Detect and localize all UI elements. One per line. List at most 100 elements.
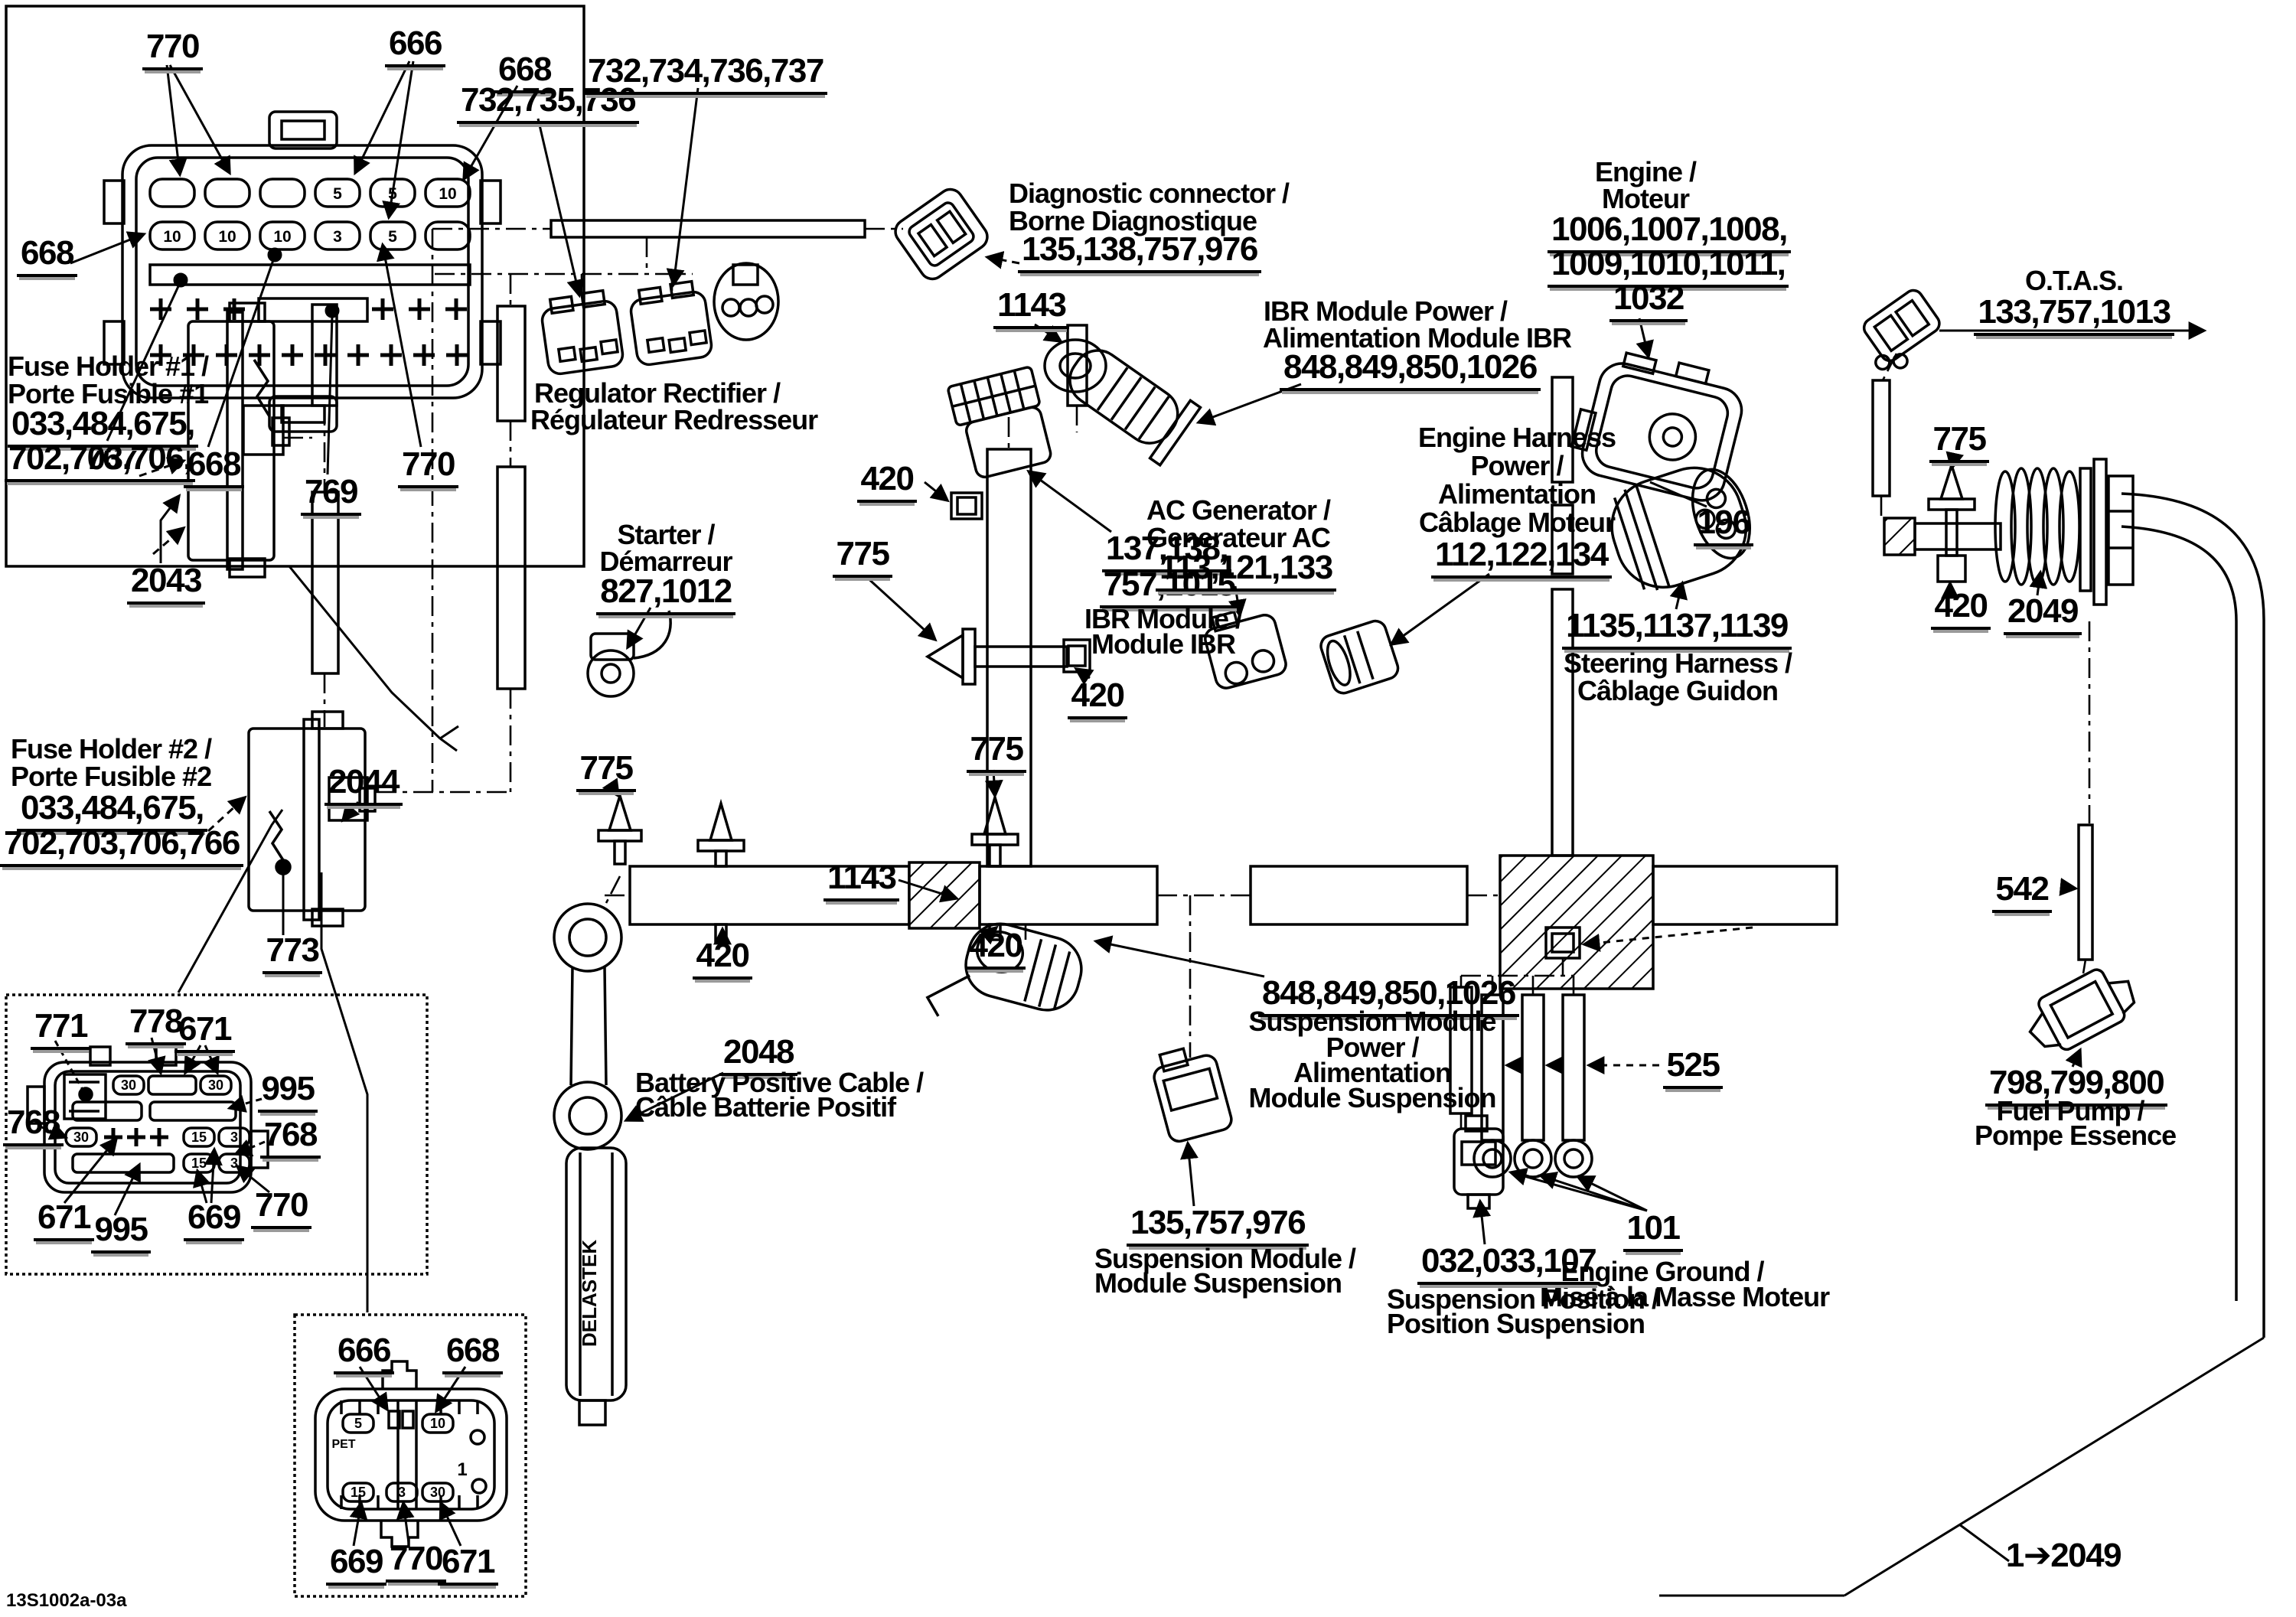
inset-3-leader-lines xyxy=(349,1366,467,1547)
battery-cable-name-fr: Câble Batterie Positif xyxy=(635,1091,896,1123)
suspension-power-parts: 848,849,850,1026 xyxy=(1258,976,1519,1017)
suspension-power-l2: Power / xyxy=(1326,1032,1419,1063)
callout-768: 768 xyxy=(3,1105,64,1146)
steering-harness-connector-graphic xyxy=(1610,466,1751,591)
svg-text:PET: PET xyxy=(331,1438,355,1451)
starter-name-en: Starter / xyxy=(617,519,715,550)
callout-769: 769 xyxy=(301,474,361,516)
fuse-box-3-connector-graphic xyxy=(314,1360,508,1548)
callout-2043: 2043 xyxy=(124,563,208,605)
callout-770: 770 xyxy=(386,1541,446,1583)
suspension-position-connector-graphic xyxy=(1453,1114,1505,1210)
diagnostic-connector-arrow xyxy=(984,251,1020,269)
steering-harness-parts: 1135,1137,1139 xyxy=(1558,608,1795,650)
clamp-420-top xyxy=(950,491,983,520)
ibr-power-name-en: IBR Module Power / xyxy=(1263,295,1508,327)
ibr-module-arrow xyxy=(1026,469,1112,533)
callout-775: 775 xyxy=(1927,422,1991,463)
callout-775-arrow-4 xyxy=(1945,451,1965,471)
callout-2048: 2048 xyxy=(716,1035,801,1076)
engine-harness-power-arrow xyxy=(1389,572,1490,647)
suspension-power-arrow xyxy=(1093,935,1265,978)
svg-text:5: 5 xyxy=(333,185,342,203)
suspension-module-arrow xyxy=(1180,1140,1199,1207)
steering-harness-arrow xyxy=(1669,580,1688,610)
steering-cable-tube xyxy=(1659,492,2265,1597)
callout-420: 420 xyxy=(687,938,758,980)
engine-name-en: Engine / xyxy=(1594,156,1697,187)
right-harness-graphic xyxy=(1871,379,2135,606)
callout-770: 770 xyxy=(142,29,203,70)
engine-harness-power-l1: Engine Harness xyxy=(1417,422,1616,453)
callout-775: 775 xyxy=(830,536,895,578)
starter-parts: 827,1012 xyxy=(591,574,741,615)
fuse-holder-1-parts-2: 702,703,706, xyxy=(5,441,195,482)
battery-cable-name-en: Battery Positive Cable / xyxy=(635,1067,924,1098)
svg-text:3: 3 xyxy=(398,1485,406,1500)
callout-775-arrow-1 xyxy=(863,574,938,642)
engine-parts-3: 1032 xyxy=(1609,281,1688,322)
callout-1143: 1143 xyxy=(993,288,1070,329)
callout-995: 995 xyxy=(257,1071,318,1113)
callout-666: 666 xyxy=(334,1333,394,1374)
callout-542: 542 xyxy=(1987,872,2057,913)
otas-connector-graphic xyxy=(1862,289,1941,371)
fuel-pump-arrow xyxy=(2065,1047,2082,1068)
callout-666: 666 xyxy=(385,26,445,67)
fuse-holder-1-parts-1: 033,484,675, xyxy=(8,406,198,448)
ground-wires-graphic xyxy=(1449,926,1593,1179)
callout-669: 669 xyxy=(184,1200,244,1241)
diagnostic-connector-graphic xyxy=(894,187,989,281)
fuse-holder-2-name-fr: Porte Fusible #2 xyxy=(11,761,212,792)
callout-1143: 1143 xyxy=(823,860,900,901)
ibr-pin-assembly xyxy=(925,628,1091,686)
starter-name-fr: Démarreur xyxy=(599,546,732,577)
engine-parts-1: 1006,1007,1008, xyxy=(1548,212,1791,253)
ac-generator-name-fr: Generateur AC xyxy=(1146,522,1331,553)
ibr-module-parts-1: 137,138, xyxy=(1100,531,1234,572)
inset-box-2 xyxy=(5,993,429,1276)
svg-text:5: 5 xyxy=(388,228,397,246)
svg-text:10: 10 xyxy=(439,185,456,203)
fuel-pump-name-fr: Pompe Essence xyxy=(1975,1120,2177,1151)
fuse-holder-2-parts-1: 033,484,675, xyxy=(17,791,207,832)
callout-775-arrow-2 xyxy=(984,769,1003,799)
callout-671: 671 xyxy=(34,1200,94,1241)
callout-668: 668 xyxy=(17,236,77,277)
callout-770: 770 xyxy=(251,1188,311,1229)
callout-995: 995 xyxy=(90,1212,152,1254)
fuse-holder-1-name-en: Fuse Holder #1 / xyxy=(8,350,209,382)
svg-text:10: 10 xyxy=(430,1416,445,1431)
callout-1143-arrow-2 xyxy=(898,879,960,903)
callout-101: 101 xyxy=(1623,1211,1684,1252)
callout-668: 668 xyxy=(442,1333,503,1374)
callout-420: 420 xyxy=(960,928,1031,970)
fuse-box-3-slot-labels: 5 10 15 3 30 1 PET xyxy=(331,1416,467,1500)
ibr-power-connector-graphic xyxy=(1043,338,1202,468)
callout-2049-arrow xyxy=(2029,569,2048,596)
fuse-holder-2-parts-2: 702,703,706,766 xyxy=(0,826,243,867)
callout-778: 778 xyxy=(126,1004,186,1045)
engine-name-fr: Moteur xyxy=(1602,183,1690,214)
svg-text:5: 5 xyxy=(354,1416,362,1431)
otas-parts: 133,757,1013 xyxy=(1968,295,2180,336)
suspension-power-l4: Module Suspension xyxy=(1248,1082,1496,1113)
suspension-power-l1: Suspension Module xyxy=(1248,1006,1496,1037)
callout-420: 420 xyxy=(1926,588,1996,630)
callout-525: 525 xyxy=(1661,1048,1725,1089)
diagnostic-parts: 135,138,757,976 xyxy=(1018,232,1261,273)
svg-text:3: 3 xyxy=(230,1130,238,1145)
svg-text:10: 10 xyxy=(218,228,236,246)
callout-768: 768 xyxy=(260,1117,321,1159)
ibr-module-name-fr: Module IBR xyxy=(1091,628,1236,660)
callout-420: 420 xyxy=(852,461,922,503)
callout-2049: 2049 xyxy=(2001,594,2085,635)
fuel-pump-name-en: Fuel Pump / xyxy=(1996,1095,2144,1126)
svg-text:30: 30 xyxy=(208,1077,223,1093)
suspension-position-name-fr: Position Suspension xyxy=(1387,1308,1645,1339)
ac-generator-name-en: AC Generator / xyxy=(1146,494,1331,526)
callout-420-arrow-5 xyxy=(1581,926,1753,952)
callout-2044: 2044 xyxy=(321,764,406,806)
